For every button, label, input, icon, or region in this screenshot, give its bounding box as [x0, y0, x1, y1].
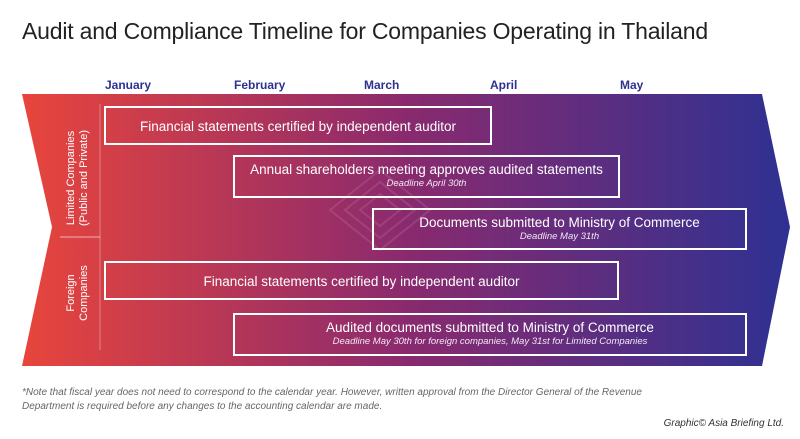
bar-text: Financial statements certified by indepe…: [203, 274, 520, 289]
bar-text: Audited documents submitted to Ministry …: [326, 320, 654, 335]
month-april: April: [490, 78, 518, 92]
credit-line: Graphic© Asia Briefing Ltd.: [663, 418, 784, 429]
bar-deadline: Deadline May 30th for foreign companies,…: [332, 336, 648, 347]
month-march: March: [364, 78, 400, 92]
group-label-foreign-companies: Foreign Companies: [65, 238, 95, 348]
timeline-bar-limited-audit: Financial statements certified by indepe…: [104, 106, 492, 145]
group-label-limited-companies: Limited Companies (Public and Private): [65, 108, 95, 248]
diagram-title: Audit and Compliance Timeline for Compan…: [22, 18, 708, 44]
month-february: February: [234, 78, 286, 92]
timeline-bar-foreign-audit: Financial statements certified by indepe…: [104, 261, 619, 300]
group-label-line1: Limited Companies: [65, 130, 77, 226]
month-may: May: [620, 78, 644, 92]
month-january: January: [105, 78, 152, 92]
group-label-line2: (Public and Private): [78, 130, 90, 226]
bar-text: Financial statements certified by indepe…: [140, 119, 456, 134]
group-label-line1: Foreign: [65, 274, 77, 312]
timeline-bar-foreign-moc-submission: Audited documents submitted to Ministry …: [233, 313, 747, 356]
timeline-bar-shareholders-meeting: Annual shareholders meeting approves aud…: [233, 155, 620, 198]
bar-text: Annual shareholders meeting approves aud…: [250, 162, 603, 177]
footnote: *Note that fiscal year does not need to …: [22, 387, 642, 412]
bar-deadline: Deadline May 31th: [519, 231, 600, 242]
timeline-bar-limited-moc-submission: Documents submitted to Ministry of Comme…: [372, 208, 747, 250]
bar-text: Documents submitted to Ministry of Comme…: [419, 215, 700, 230]
bar-deadline: Deadline April 30th: [386, 178, 467, 189]
group-label-line2: Companies: [78, 265, 90, 321]
